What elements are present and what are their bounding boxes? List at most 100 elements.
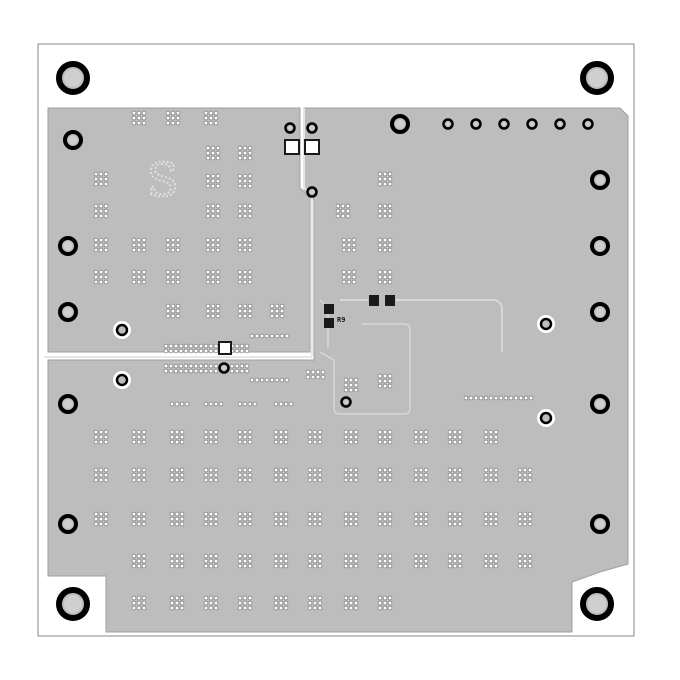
via	[317, 558, 323, 564]
via	[346, 269, 352, 275]
via	[229, 363, 235, 369]
via	[488, 558, 494, 564]
via	[353, 377, 359, 383]
via	[387, 208, 393, 214]
via	[312, 439, 318, 445]
via	[527, 467, 533, 473]
via	[343, 477, 349, 483]
via	[387, 439, 393, 445]
via	[178, 343, 184, 349]
via	[377, 511, 383, 517]
via	[93, 208, 99, 214]
via	[312, 521, 318, 527]
via	[447, 553, 453, 559]
via	[213, 429, 219, 435]
via	[131, 279, 137, 285]
via	[136, 558, 142, 564]
via	[136, 237, 142, 243]
via	[215, 145, 221, 151]
via	[234, 343, 240, 349]
via	[213, 472, 219, 478]
via	[351, 237, 357, 243]
via	[203, 472, 209, 478]
via	[242, 477, 248, 483]
via	[387, 213, 393, 219]
via	[418, 467, 424, 473]
via	[423, 516, 429, 522]
via	[98, 279, 104, 285]
via	[488, 429, 494, 435]
via	[273, 563, 279, 569]
via	[452, 558, 458, 564]
via	[165, 247, 171, 253]
via	[210, 242, 216, 248]
via	[452, 521, 458, 527]
via	[174, 553, 180, 559]
via	[208, 439, 214, 445]
via	[141, 242, 147, 248]
copper-pour-upper-left	[47, 107, 311, 353]
via	[247, 242, 253, 248]
via	[423, 472, 429, 478]
via	[242, 595, 248, 601]
via	[218, 401, 224, 407]
via	[205, 155, 211, 161]
via	[136, 600, 142, 606]
via	[254, 377, 260, 383]
via	[141, 115, 147, 121]
via	[348, 477, 354, 483]
via	[348, 605, 354, 611]
via	[382, 203, 388, 209]
via	[183, 348, 189, 354]
via	[447, 477, 453, 483]
via	[103, 213, 109, 219]
via	[387, 181, 393, 187]
via	[522, 477, 528, 483]
via	[213, 120, 219, 126]
via	[175, 308, 181, 314]
via	[103, 434, 109, 440]
via	[242, 279, 248, 285]
via	[517, 521, 523, 527]
via	[315, 369, 321, 375]
via	[348, 563, 354, 569]
via	[203, 120, 209, 126]
via	[136, 595, 142, 601]
via	[179, 563, 185, 569]
via	[168, 368, 174, 374]
via	[131, 511, 137, 517]
via	[208, 511, 214, 517]
via	[213, 521, 219, 527]
via	[377, 373, 383, 379]
via	[283, 600, 289, 606]
via	[283, 553, 289, 559]
via	[345, 203, 351, 209]
via	[168, 363, 174, 369]
via	[169, 429, 175, 435]
via	[423, 429, 429, 435]
mounting-hole	[58, 514, 78, 534]
via	[210, 213, 216, 219]
via	[98, 176, 104, 182]
via	[215, 303, 221, 309]
via	[179, 595, 185, 601]
via	[165, 279, 171, 285]
via	[237, 203, 243, 209]
via	[237, 242, 243, 248]
via	[278, 605, 284, 611]
via	[457, 553, 463, 559]
via	[377, 279, 383, 285]
via	[457, 563, 463, 569]
via	[348, 429, 354, 435]
via	[377, 472, 383, 478]
via	[278, 600, 284, 606]
via	[247, 521, 253, 527]
via	[141, 477, 147, 483]
via	[170, 120, 176, 126]
via	[387, 242, 393, 248]
via	[387, 269, 393, 275]
via	[103, 477, 109, 483]
via	[239, 343, 245, 349]
via	[136, 467, 142, 473]
via	[175, 115, 181, 121]
